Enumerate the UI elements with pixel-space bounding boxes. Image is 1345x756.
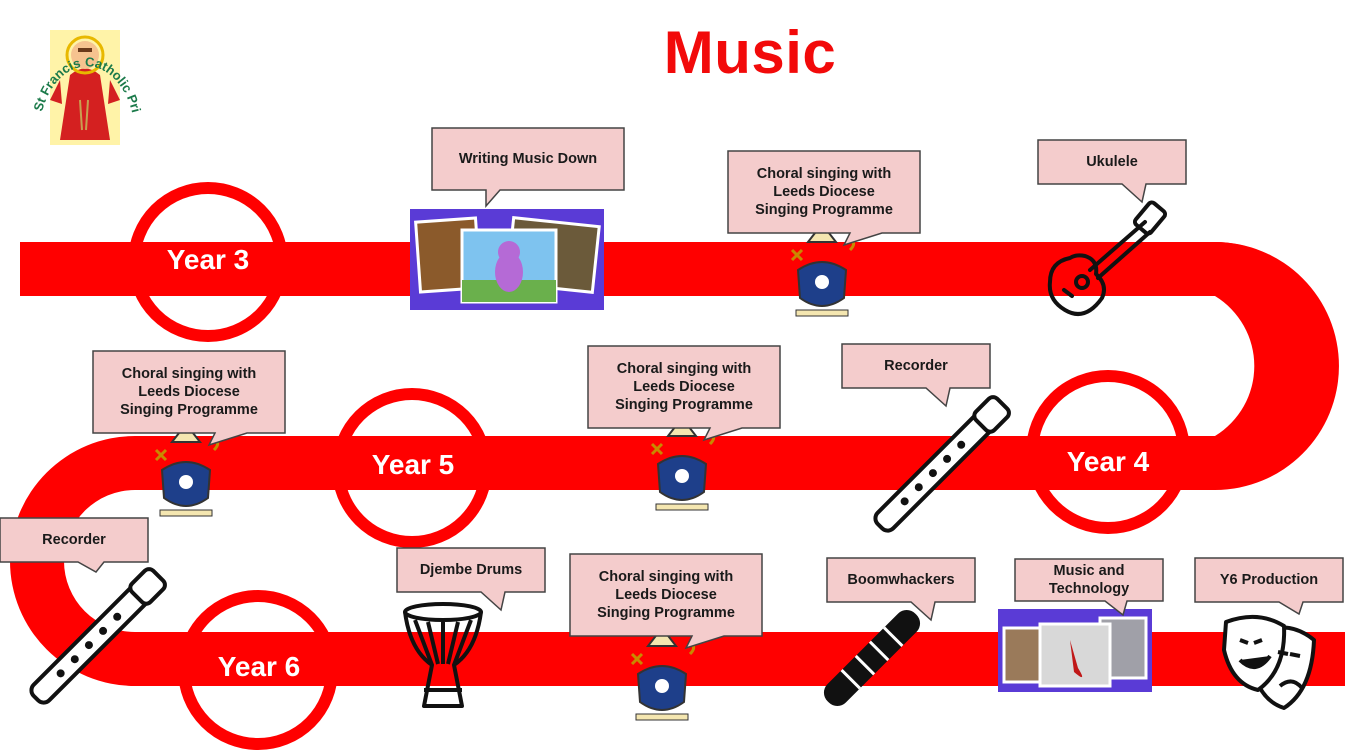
page-title: Music: [663, 19, 837, 86]
callout-box: [587, 345, 781, 442]
callout-music-technology: Music and Technology: [1015, 559, 1163, 601]
writing-music-image: [410, 209, 604, 310]
diocese-crest-icon: [630, 626, 696, 721]
djembe-icon: [403, 602, 483, 708]
callout-choral-year3: Choral singing with Leeds Diocese Singin…: [728, 151, 920, 233]
callout-choral-year5-mid: Choral singing with Leeds Diocese Singin…: [588, 346, 780, 428]
callout-writing-music: Writing Music Down: [432, 128, 624, 190]
callout-writing-music-text: Writing Music Down: [458, 150, 598, 167]
drama-masks-icon: [1222, 614, 1316, 710]
callout-box: [92, 350, 286, 447]
callout-y6-production: Y6 Production: [1195, 558, 1343, 602]
year4-label: Year 4: [1066, 446, 1150, 477]
boomwhacker-icon: [823, 609, 921, 707]
callout-ukulele: Ukulele: [1038, 140, 1186, 184]
music-technology-image: [998, 609, 1152, 692]
callout-recorder-year6: Recorder: [0, 518, 148, 562]
callout-ukulele-text: Ukulele: [1086, 153, 1138, 170]
callout-recorder-text: Recorder: [884, 357, 948, 374]
callout-choral-line: Singing Programme: [597, 605, 735, 622]
callout-choral-line: Singing Programme: [755, 202, 893, 219]
callout-box: [1037, 139, 1187, 204]
recorder-icon-year6: [29, 567, 167, 705]
callout-choral-line: Choral singing with: [756, 165, 892, 182]
callout-djembe-text: Djembe Drums: [419, 561, 523, 578]
callout-box: [431, 127, 625, 208]
callout-box: [841, 343, 991, 408]
year6-ring: [178, 590, 338, 750]
school-logo: St Francis Catholic Primary School: [0, 0, 144, 145]
callout-recorder-year4: Recorder: [842, 344, 990, 388]
callout-music-tech-line: Music and: [1053, 562, 1125, 579]
year3-label: Year 3: [166, 244, 250, 275]
callout-choral-line: Choral singing with: [616, 360, 752, 377]
callout-choral-line: Singing Programme: [120, 402, 258, 419]
callout-music-tech-line: Technology: [1048, 581, 1130, 597]
callout-box: [727, 150, 921, 247]
callout-box: [1014, 558, 1164, 617]
year5-label: Year 5: [371, 449, 455, 480]
callout-boomwhackers-text: Boomwhackers: [847, 571, 955, 588]
callout-choral-line: Choral singing with: [121, 365, 257, 382]
callout-box: [0, 517, 149, 573]
callout-y6-production-text: Y6 Production: [1219, 571, 1319, 588]
callout-choral-line: Choral singing with: [598, 568, 734, 585]
year5-ring: [332, 388, 492, 548]
callout-choral-year5-left: Choral singing with Leeds Diocese Singin…: [93, 351, 285, 433]
callout-djembe: Djembe Drums: [397, 548, 545, 592]
year6-label: Year 6: [217, 651, 301, 682]
callout-box: [569, 553, 763, 650]
diocese-crest-icon: [790, 222, 856, 317]
callout-choral-year6: Choral singing with Leeds Diocese Singin…: [570, 554, 762, 636]
callout-box: [1194, 557, 1344, 616]
callout-recorder-text: Recorder: [42, 531, 106, 548]
diocese-crest-icon: [650, 416, 716, 511]
callout-choral-line: Leeds Diocese: [773, 183, 875, 200]
year4-ring: [1026, 370, 1190, 534]
callout-shapes: [0, 127, 1344, 650]
recorder-icon-year4: [873, 395, 1011, 533]
callout-choral-line: Leeds Diocese: [138, 383, 240, 400]
callout-box: [826, 557, 976, 622]
callout-choral-line: Leeds Diocese: [615, 586, 717, 603]
year3-ring: [128, 182, 288, 342]
callout-boomwhackers: Boomwhackers: [827, 558, 975, 602]
callout-box: [396, 547, 546, 612]
callout-choral-line: Singing Programme: [615, 397, 753, 414]
callout-choral-line: Leeds Diocese: [633, 378, 735, 395]
ukulele-icon: [1047, 200, 1168, 316]
